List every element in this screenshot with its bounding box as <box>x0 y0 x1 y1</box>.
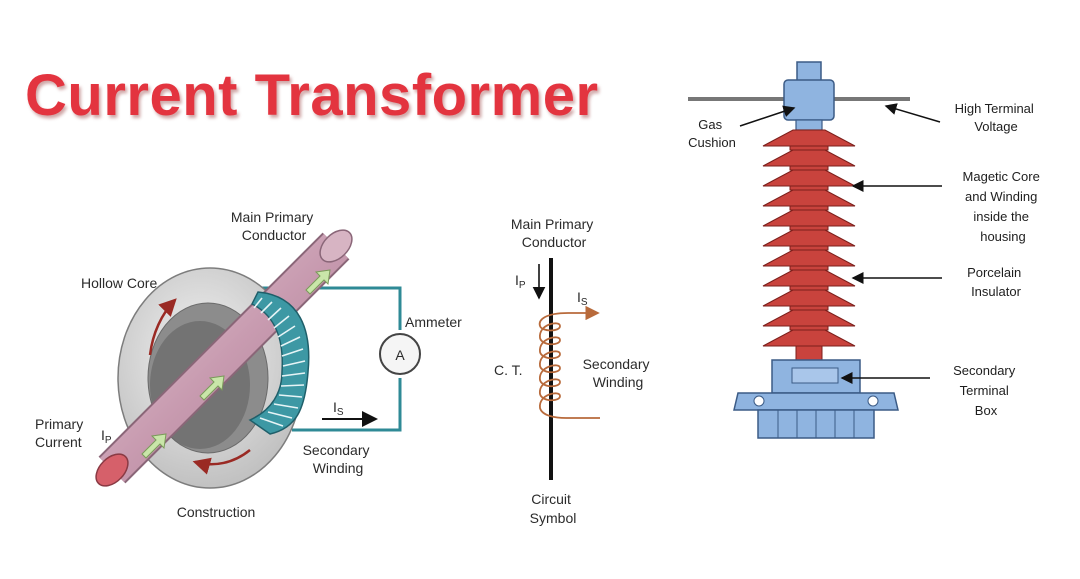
top-terminal-cap <box>796 61 822 83</box>
ammeter-letter: A <box>395 347 405 363</box>
symbol-label-caption: Circuit Symbol <box>530 491 577 526</box>
gas-cushion <box>783 79 835 121</box>
label-magnetic-core: Magetic Core and Winding inside the hous… <box>963 169 1044 244</box>
secondary-winding-coil <box>248 291 310 435</box>
symbol-label-ip: IP <box>515 272 526 291</box>
label-ammeter: Ammeter <box>405 314 462 330</box>
label-construction: Construction <box>177 504 256 520</box>
circuit-symbol-diagram: Main Primary Conductor IP IS C. T. Secon… <box>494 216 654 526</box>
symbol-label-ct: C. T. <box>494 362 523 378</box>
porcelain-insulator-body <box>762 129 856 363</box>
symbol-label-secondary-winding: Secondary Winding <box>583 356 654 390</box>
label-porcelain-insulator: Porcelain Insulator <box>967 265 1025 299</box>
primary-current-arrows <box>141 269 331 459</box>
structure-diagram: Gas Cushion High Terminal Voltage Mageti… <box>688 61 1044 439</box>
label-secondary-terminal-box: Secondary Terminal Box <box>953 363 1019 418</box>
page-title: Current Transformer <box>25 63 599 128</box>
symbol-label-is: IS <box>577 289 588 308</box>
label-high-terminal-voltage: High Terminal Voltage <box>955 101 1038 134</box>
secondary-circuit-wire-return <box>292 378 402 432</box>
symbol-coil <box>538 305 600 419</box>
leader-gas-cushion <box>739 105 796 127</box>
flux-arrow-top <box>148 298 177 356</box>
symbol-label-main-primary-conductor: Main Primary Conductor <box>511 216 597 250</box>
label-secondary-winding: Secondary Winding <box>303 442 374 476</box>
mounting-base <box>733 392 899 411</box>
label-hollow-core: Hollow Core <box>81 275 157 291</box>
label-gas-cushion: Gas Cushion <box>688 117 736 150</box>
flux-arrow-bottom <box>192 449 251 475</box>
label-main-primary-conductor: Main Primary Conductor <box>231 209 317 243</box>
label-ip: IP <box>101 427 112 446</box>
leader-high-terminal-voltage <box>884 103 941 123</box>
ammeter-symbol <box>379 333 421 375</box>
label-primary-current: Primary Current <box>35 416 87 450</box>
rod-end-cap <box>95 453 129 487</box>
label-is: IS <box>333 399 344 418</box>
construction-diagram: A Main Primary Conductor Hollow Core Amm… <box>35 209 462 520</box>
primary-conductor-rod <box>95 229 353 487</box>
